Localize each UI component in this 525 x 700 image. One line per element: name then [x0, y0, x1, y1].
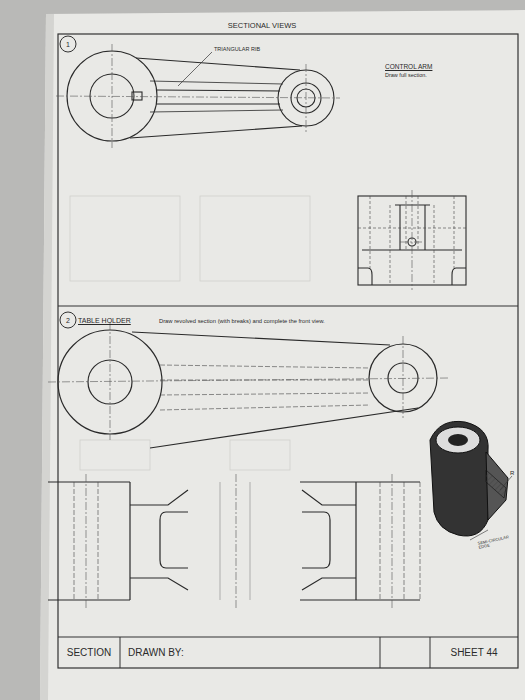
part-name: TABLE HOLDER — [78, 317, 131, 325]
part-label: TRIANGULAR RIB — [214, 46, 260, 52]
problem-number: 1 — [60, 36, 76, 52]
callout-number: 2 — [66, 317, 70, 324]
dimension-label: R — [510, 470, 514, 477]
instruction-note: Draw full section. — [385, 72, 427, 78]
title-block-text: SECTION — [67, 648, 111, 658]
callout-number: 1 — [66, 41, 70, 48]
title-block-cell: DRAWN BY: — [120, 637, 380, 668]
sheet-title: SECTIONAL VIEWS — [228, 22, 297, 30]
isometric-view — [430, 421, 512, 540]
title-block-cell: SHEET 44 — [430, 637, 518, 668]
title-block-text: DRAWN BY: — [128, 648, 184, 658]
title-block-cell: SECTION — [58, 637, 120, 668]
part-name: CONTROL ARM — [385, 63, 432, 70]
problem-number: 2 — [60, 312, 76, 328]
title-block-text: SHEET 44 — [450, 648, 497, 658]
instruction-note: Draw revolved section (with breaks) and … — [159, 318, 325, 324]
